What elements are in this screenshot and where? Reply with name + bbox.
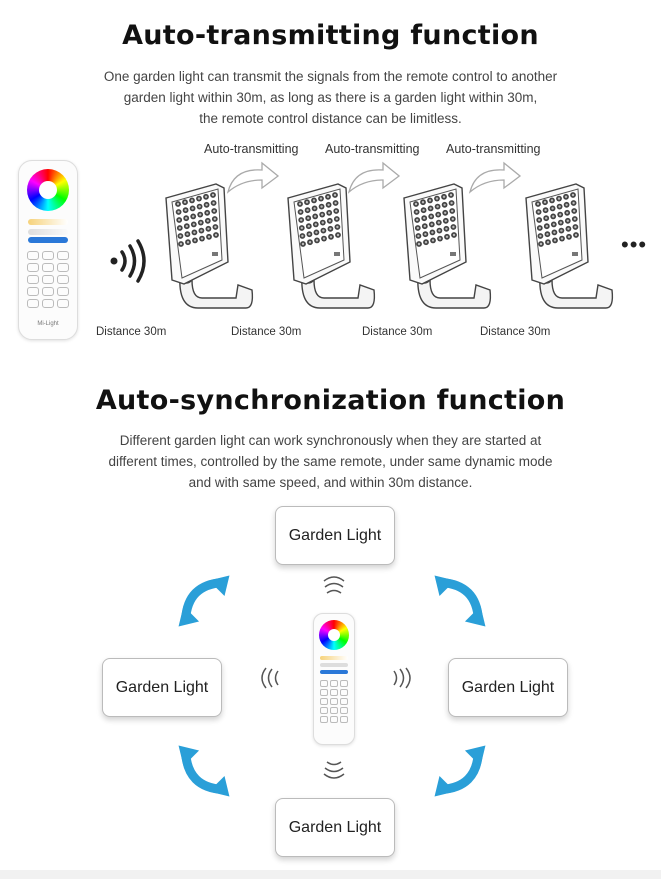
bottom-strip <box>0 870 661 879</box>
sync-arrow-icon <box>434 575 486 627</box>
button-grid <box>320 680 348 723</box>
section2-title: Auto-synchronization function <box>95 385 566 416</box>
signal-left-icon <box>261 667 279 689</box>
button-grid <box>27 251 69 311</box>
auto-transmitting-label: Auto-transmitting <box>204 142 299 156</box>
section1-desc-line: garden light within 30m, as long as ther… <box>123 90 538 105</box>
signal-down-icon <box>323 761 345 779</box>
section1-desc-line: the remote control distance can be limit… <box>199 111 462 126</box>
distance-label: Distance 30m <box>96 326 167 338</box>
garden-light-bottom: Garden Light <box>275 798 395 857</box>
signal-up-icon <box>323 576 345 594</box>
distance-label: Distance 30m <box>231 326 302 338</box>
garden-light-right: Garden Light <box>448 658 568 717</box>
auto-transmitting-label: Auto-transmitting <box>446 142 541 156</box>
floodlight-icon <box>165 183 254 309</box>
floodlight-icon <box>403 183 492 309</box>
curved-arrow-icon <box>468 161 522 194</box>
section2-desc-line: Different garden light can work synchron… <box>119 433 542 448</box>
distance-label: Distance 30m <box>362 326 433 338</box>
brightness-bar <box>28 219 68 225</box>
floodlight-icon <box>525 183 614 309</box>
curved-arrow-icon <box>347 161 401 194</box>
curved-arrow-icon <box>226 161 280 194</box>
more-ellipsis: ••• <box>621 232 648 257</box>
section2-desc-line: different times, controlled by the same … <box>108 454 553 469</box>
signal-right-icon <box>393 667 411 689</box>
section1-description: One garden light can transmit the signal… <box>60 66 601 129</box>
white-bar <box>28 229 68 235</box>
distance-label: Distance 30m <box>480 326 551 338</box>
section2-description: Different garden light can work synchron… <box>60 430 601 493</box>
section1-title: Auto-transmitting function <box>122 20 539 51</box>
remote-control: Mi-Light <box>18 160 78 340</box>
blue-bar <box>28 237 68 243</box>
section1-desc-line: One garden light can transmit the signal… <box>103 69 558 84</box>
signal-waves-icon <box>110 239 146 283</box>
remote-control-small <box>313 613 355 745</box>
garden-light-left: Garden Light <box>102 658 222 717</box>
sync-arrow-icon <box>178 575 230 627</box>
garden-light-top: Garden Light <box>275 506 395 565</box>
sync-arrow-icon <box>178 745 230 797</box>
section2-desc-line: and with same speed, and within 30m dist… <box>188 475 473 490</box>
sync-arrow-icon <box>434 745 486 797</box>
floodlight-icon <box>287 183 376 309</box>
auto-transmitting-label: Auto-transmitting <box>325 142 420 156</box>
remote-brand: Mi-Light <box>37 321 59 327</box>
